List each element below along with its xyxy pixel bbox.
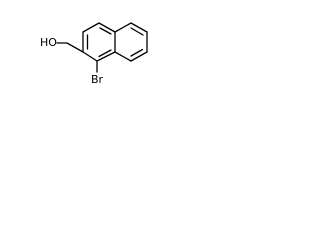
bond-c7-c8 [130, 51, 148, 62]
bond-c8-c8a [114, 51, 132, 62]
atom-label-bromine: Br [91, 73, 104, 86]
atom-label-hydroxyl: HO [40, 36, 57, 49]
bond-c3-c4 [82, 22, 100, 33]
bond-c8a-c1 [96, 51, 116, 62]
molecule-structure: HO Br [40, 22, 148, 86]
bond-c4-c4a [98, 22, 116, 33]
bond-c8a-c1-inner [98, 49, 112, 58]
bond-c4a-c5 [114, 22, 132, 33]
bond-c2-ch2 [66, 42, 84, 53]
right-ring [114, 22, 148, 62]
left-ring [82, 22, 116, 62]
bond-c1-c2 [82, 51, 98, 62]
bond-c5-c6-inner [130, 27, 144, 36]
bond-c5-c6 [130, 22, 148, 33]
bond-c7-c8-inner [130, 48, 144, 57]
bond-c4-c4a-inner [99, 27, 112, 35]
